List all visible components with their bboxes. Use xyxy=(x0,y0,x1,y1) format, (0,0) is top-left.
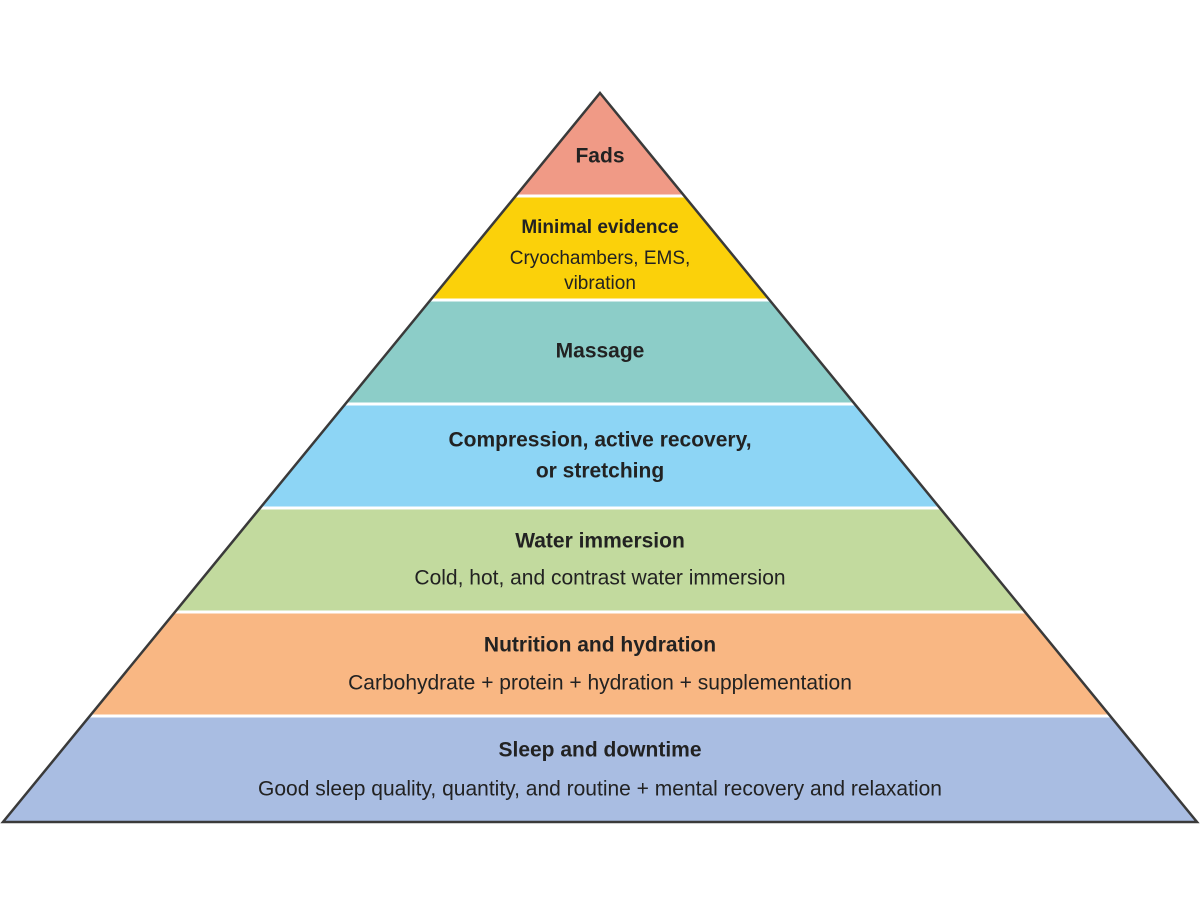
tier-band-3 xyxy=(345,300,855,404)
tier-band-1 xyxy=(515,93,685,196)
tier-description-7-2: Good sleep quality, quantity, and routin… xyxy=(258,778,942,801)
tier-title-4-2: or stretching xyxy=(536,460,664,483)
pyramid-tiers xyxy=(3,93,1197,822)
tier-description-5-2: Cold, hot, and contrast water immersion xyxy=(414,567,785,590)
tier-title-7-1: Sleep and downtime xyxy=(498,739,701,762)
tier-band-2 xyxy=(430,196,770,300)
tier-title-5-1: Water immersion xyxy=(515,530,685,553)
tier-title-6-1: Nutrition and hydration xyxy=(484,634,716,657)
tier-description-2-3: vibration xyxy=(564,273,636,294)
tier-band-5 xyxy=(174,508,1026,612)
tier-title-1-1: Fads xyxy=(575,145,624,168)
tier-band-7 xyxy=(3,716,1197,822)
tier-description-6-2: Carbohydrate + protein + hydration + sup… xyxy=(348,672,852,695)
tier-title-2-1: Minimal evidence xyxy=(521,217,678,238)
tier-title-3-1: Massage xyxy=(556,340,645,363)
tier-title-4-1: Compression, active recovery, xyxy=(448,429,751,452)
tier-description-2-2: Cryochambers, EMS, xyxy=(510,248,691,269)
tier-band-4 xyxy=(260,404,940,508)
pyramid-dividers xyxy=(89,194,1111,718)
pyramid-outline xyxy=(0,91,1200,824)
tier-band-6 xyxy=(89,612,1111,716)
